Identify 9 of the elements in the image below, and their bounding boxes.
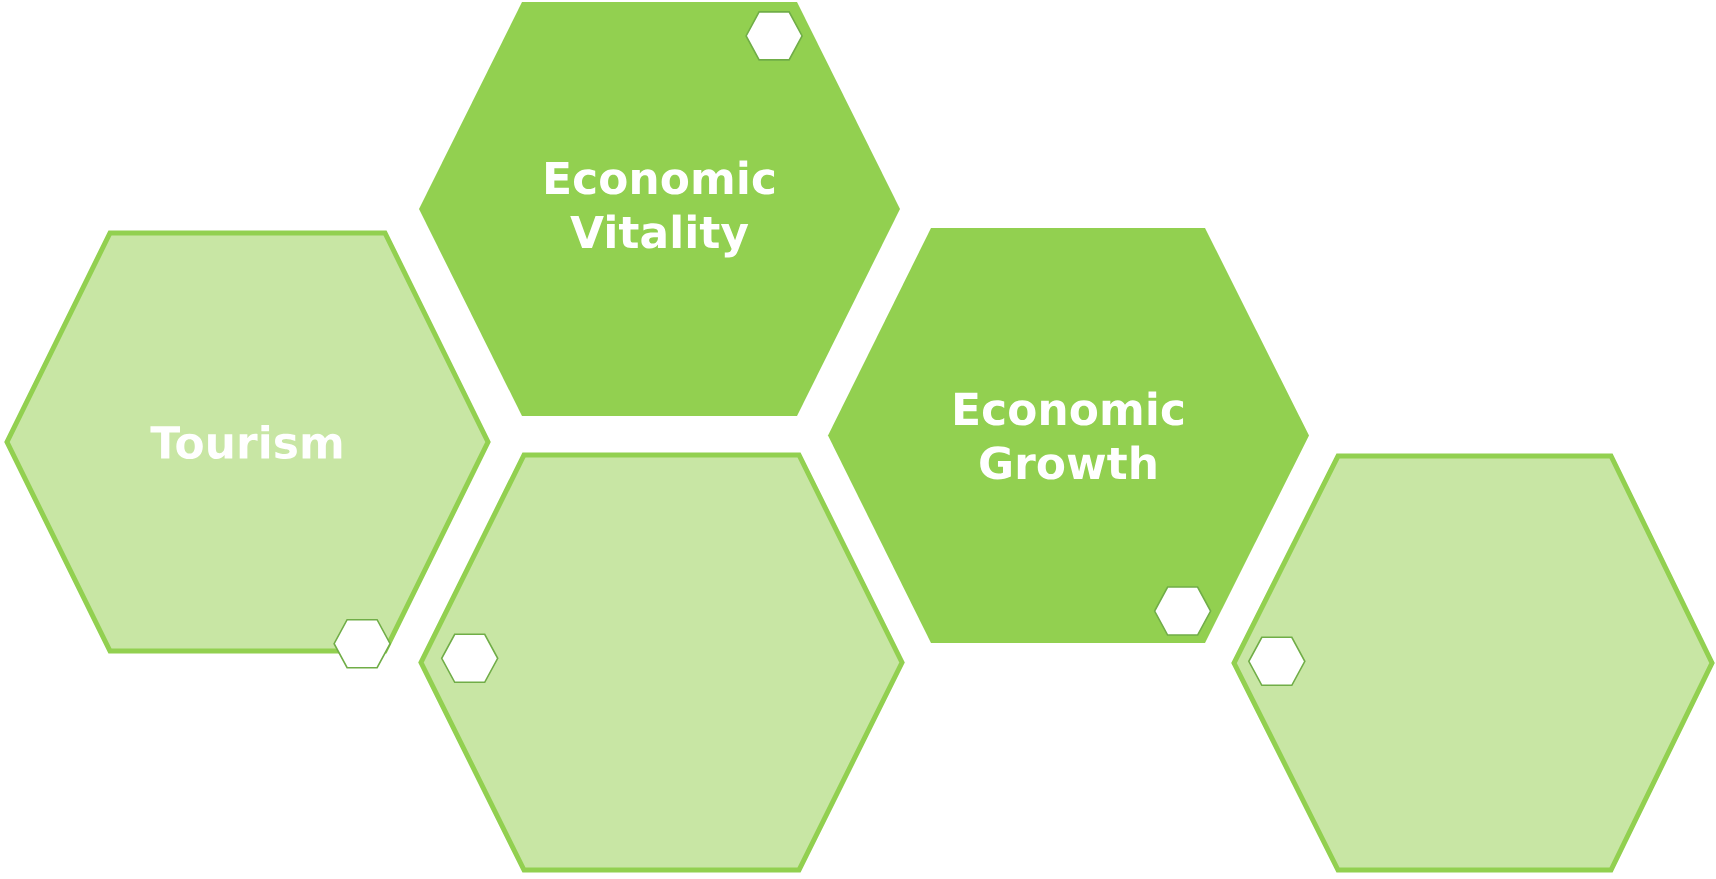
small-hexagon — [745, 11, 803, 61]
hexagon: Economic Growth — [828, 228, 1309, 643]
small-hexagon — [440, 633, 499, 684]
small-hexagon — [1153, 586, 1212, 636]
hexagon — [418, 452, 905, 873]
hexagon — [1231, 453, 1715, 873]
hexagon: Economic Vitality — [419, 2, 900, 416]
small-hexagon — [333, 618, 391, 669]
hexagon: Tourism — [4, 230, 491, 654]
